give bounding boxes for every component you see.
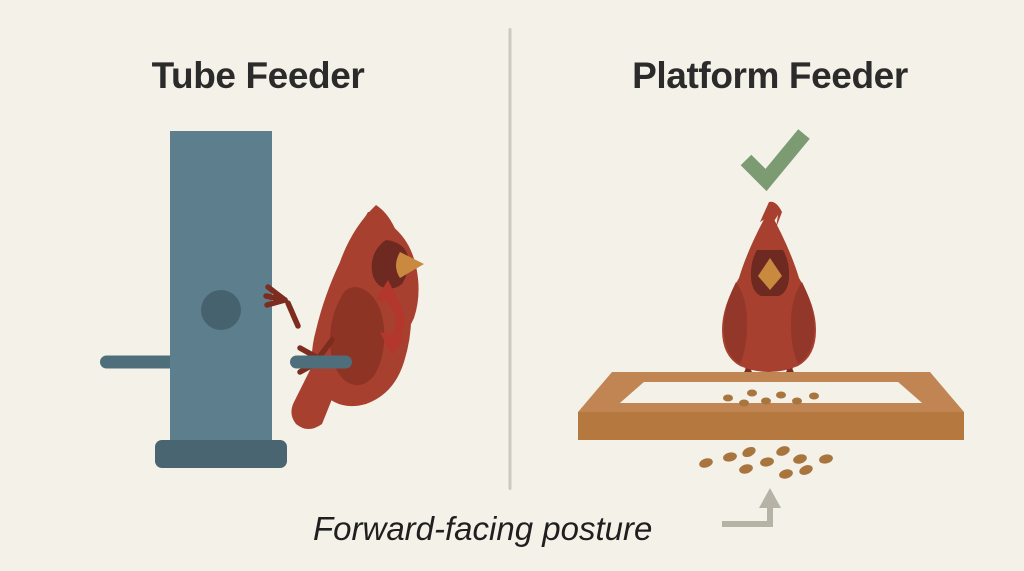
tray-inner-floor: [620, 382, 922, 403]
seed-icon: [742, 446, 756, 458]
tray-seeds: [723, 389, 819, 407]
tube-base: [155, 440, 287, 468]
seed-icon: [809, 392, 819, 400]
seed-icon: [792, 397, 802, 405]
seed-icon: [793, 454, 807, 464]
tube-feeder-group: [100, 131, 424, 468]
caption-text: Forward-facing posture: [313, 510, 652, 547]
perch-bar-right: [290, 355, 352, 369]
bird-crest-front: [760, 201, 782, 232]
bird-beak-front: [758, 258, 782, 290]
bird-beak: [396, 252, 424, 278]
seed-icon: [723, 394, 733, 402]
seed-icon: [739, 464, 753, 474]
check-icon: [740, 129, 810, 192]
panel-divider: [508, 28, 512, 490]
seed-icon: [747, 389, 757, 397]
bird-foot-upper: [263, 284, 301, 329]
seed-icon: [760, 457, 774, 467]
ground-seeds: [699, 446, 833, 479]
bird-wing-left: [723, 282, 748, 364]
seed-icon: [776, 391, 786, 399]
seed-icon: [761, 397, 771, 405]
leader-arrow-icon: [722, 488, 781, 527]
panel-title-platform: Platform Feeder: [632, 55, 908, 96]
bird-wing-right: [790, 282, 815, 364]
seed-icon: [779, 469, 793, 479]
seed-icon: [723, 452, 737, 462]
tube-body: [170, 131, 272, 443]
motion-arrow-icon: [376, 280, 405, 356]
seed-icon: [699, 458, 713, 468]
seed-icon: [739, 399, 749, 407]
bird-crest: [356, 211, 392, 254]
platform-feeder-group: [578, 129, 964, 479]
panel-title-tube: Tube Feeder: [152, 55, 365, 96]
seed-icon: [776, 446, 790, 456]
seed-icon: [819, 454, 833, 464]
tray-front-face: [578, 412, 964, 440]
feeding-port-icon: [201, 290, 241, 330]
platform-tray: [578, 372, 964, 440]
seed-icon: [799, 465, 813, 475]
